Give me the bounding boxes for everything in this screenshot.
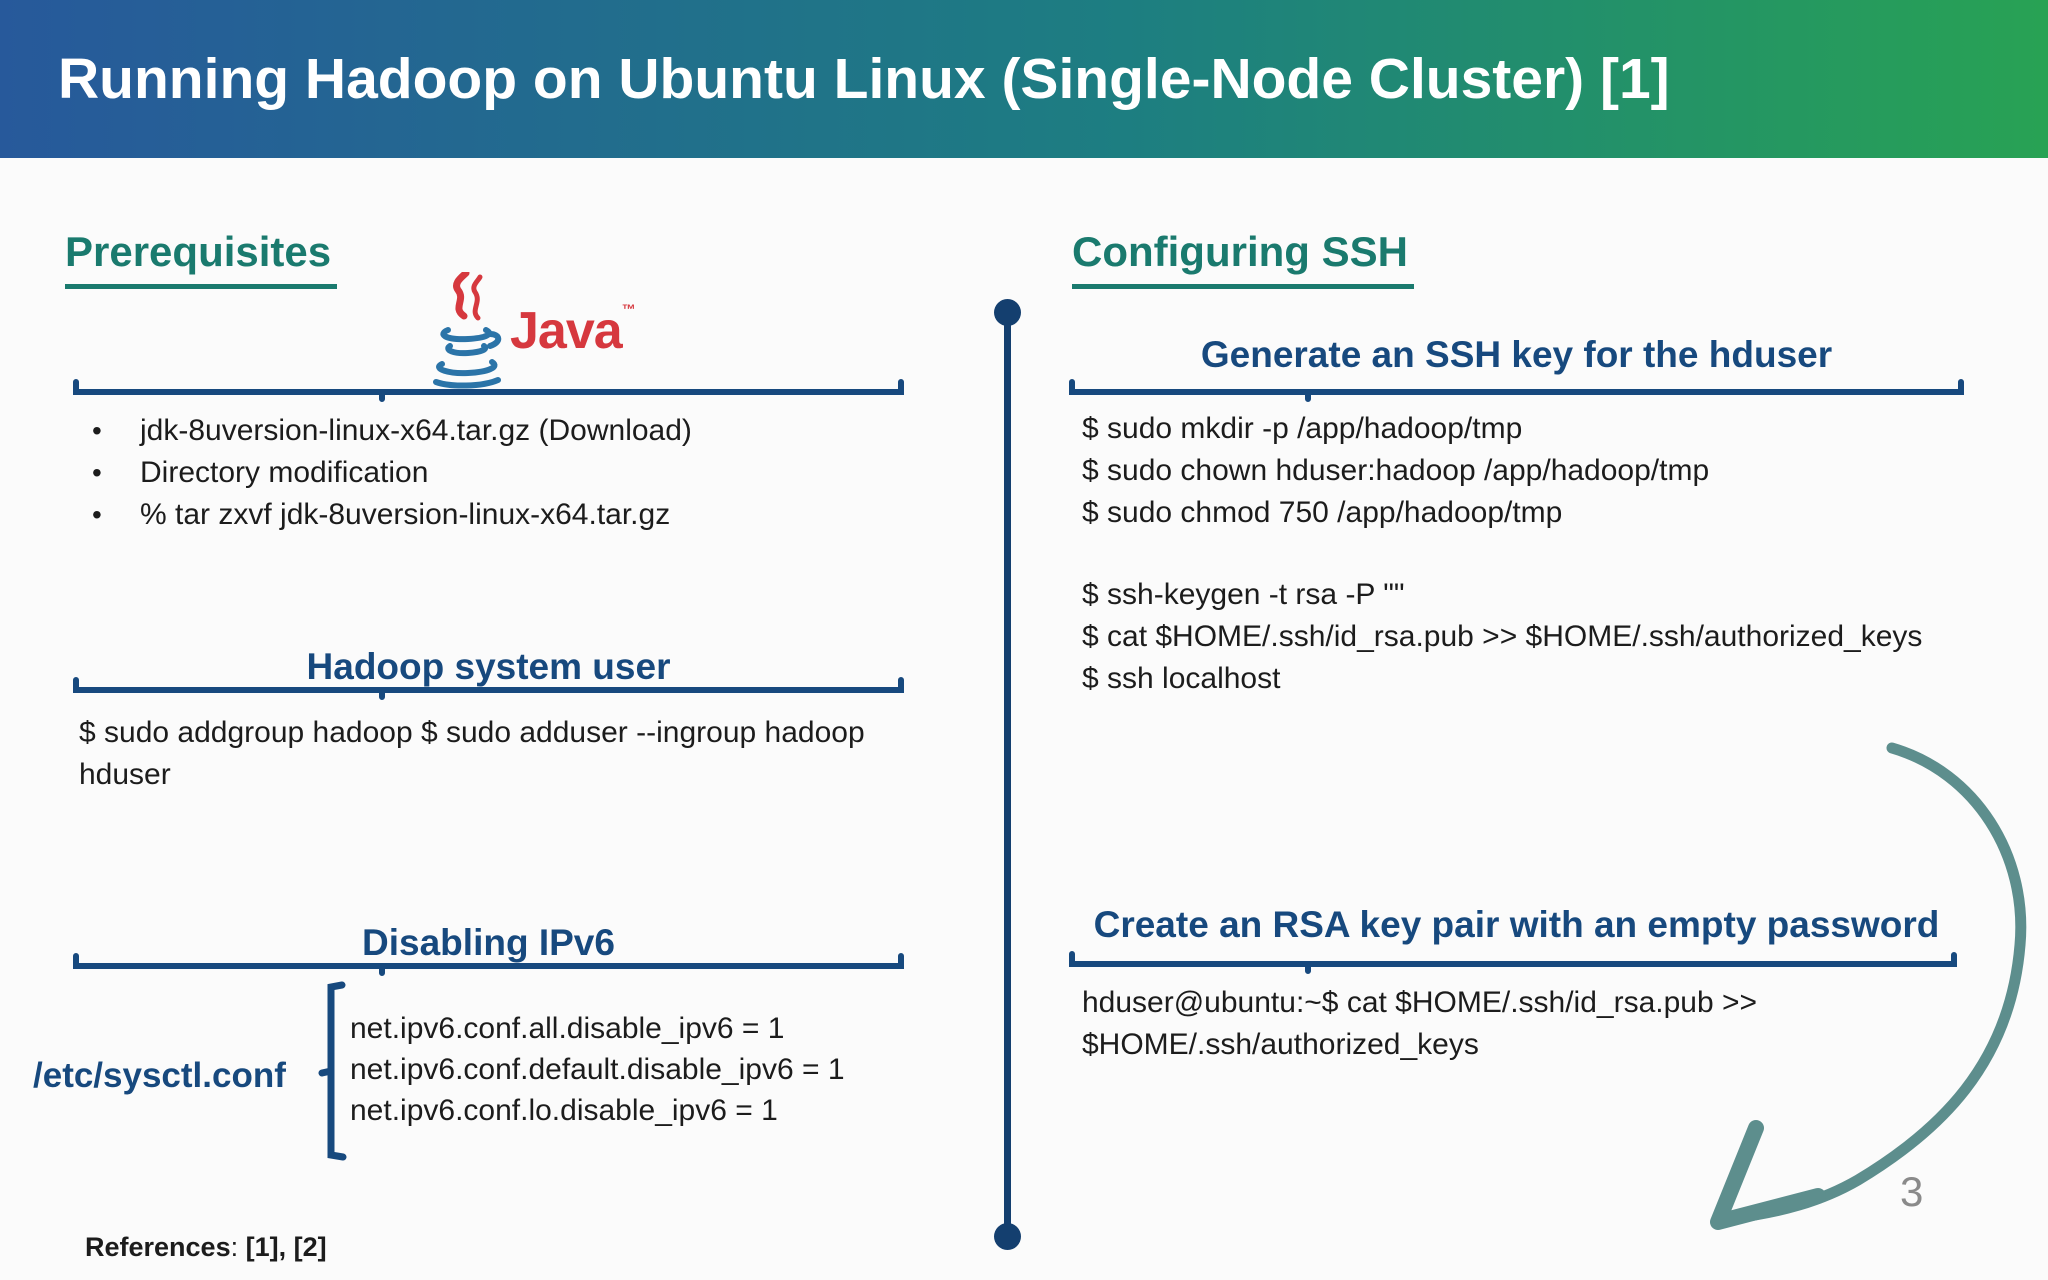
command-line: $ ssh-keygen -t rsa -P "": [1082, 578, 1405, 611]
command-line: hduser@ubuntu:~$ cat $HOME/.ssh/id_rsa.p…: [1082, 986, 1758, 1019]
config-line: net.ipv6.conf.lo.disable_ipv6 = 1: [350, 1094, 778, 1127]
hadoop-user-heading: Hadoop system user: [306, 646, 671, 687]
references: References: [1], [2]: [85, 1232, 327, 1263]
bullet-text: jdk-8uversion-linux-x64.tar.gz (Download…: [140, 414, 692, 447]
java-cup-icon: [433, 272, 502, 389]
command-line: $HOME/.ssh/authorized_keys: [1082, 1028, 1479, 1061]
generate-ssh-heading: Generate an SSH key for the hduser: [1200, 334, 1833, 375]
config-line: net.ipv6.conf.default.disable_ipv6 = 1: [350, 1053, 845, 1086]
ssh-commands-group-2: $ ssh-keygen -t rsa -P "" $ cat $HOME/.ss…: [1082, 574, 1922, 700]
bullet-item: • jdk-8uversion-linux-x64.tar.gz (Downlo…: [78, 410, 918, 452]
bullet-text: Directory modification: [140, 456, 429, 489]
bracket-line-generate-ssh: [1069, 379, 1964, 402]
bullet-item: • % tar zxvf jdk-8uversion-linux-x64.tar…: [78, 494, 918, 536]
divider-line: [1004, 312, 1011, 1237]
bracket-line-hadoop-user: [73, 677, 904, 700]
command-line: $ sudo mkdir -p /app/hadoop/tmp: [1082, 412, 1523, 445]
sysctl-config-lines: net.ipv6.conf.all.disable_ipv6 = 1 net.ip…: [350, 1012, 845, 1135]
config-line: net.ipv6.conf.all.disable_ipv6 = 1: [350, 1012, 785, 1045]
slide-header: Running Hadoop on Ubuntu Linux (Single-N…: [0, 0, 2048, 158]
command-line: $ sudo chmod 750 /app/hadoop/tmp: [1082, 496, 1563, 529]
hand-drawn-arrow-icon: [1710, 742, 2027, 1230]
bullet-text: % tar zxvf jdk-8uversion-linux-x64.tar.g…: [140, 498, 671, 531]
disabling-ipv6-heading: Disabling IPv6: [362, 922, 615, 963]
prerequisites-heading: Prerequisites: [65, 228, 338, 289]
command-line: $ cat $HOME/.ssh/id_rsa.pub >> $HOME/.ss…: [1082, 620, 1923, 653]
bracket-line-create-rsa: [1069, 951, 1957, 974]
references-label: References: [85, 1232, 231, 1262]
bracket-line-prerequisites: [73, 379, 904, 402]
sysctl-file-label: /etc/sysctl.conf: [33, 1056, 286, 1095]
java-trademark: ™: [621, 301, 636, 317]
command-line: $ sudo chown hduser:hadoop /app/hadoop/t…: [1082, 454, 1710, 487]
java-wordmark: Java™: [510, 301, 636, 360]
rsa-command: hduser@ubuntu:~$ cat $HOME/.ssh/id_rsa.p…: [1082, 982, 1757, 1066]
bullet-dot-icon: •: [92, 499, 102, 530]
java-steam-icon: [453, 272, 470, 320]
hadoop-user-command: $ sudo addgroup hadoop $ sudo adduser --…: [79, 716, 865, 791]
bullet-dot-icon: •: [92, 457, 102, 488]
bullet-dot-icon: •: [92, 415, 102, 446]
command-line: $ ssh localhost: [1082, 662, 1281, 695]
references-colon: :: [230, 1232, 246, 1262]
bracket-line-ipv6: [73, 953, 904, 976]
create-rsa-heading: Create an RSA key pair with an empty pas…: [1093, 904, 1940, 945]
page-number: 3: [1900, 1168, 1924, 1215]
bullet-list: • jdk-8uversion-linux-x64.tar.gz (Downlo…: [78, 410, 918, 536]
ssh-commands-group-1: $ sudo mkdir -p /app/hadoop/tmp $ sudo ch…: [1082, 408, 1709, 534]
bullet-item: • Directory modification: [78, 452, 918, 494]
configuring-ssh-heading: Configuring SSH: [1072, 228, 1414, 289]
divider-dot-bottom: [994, 1223, 1021, 1250]
java-logo: Java™: [420, 272, 640, 390]
sysctl-bracket: [318, 981, 347, 1161]
references-items: [1], [2]: [245, 1232, 327, 1262]
slide-title: Running Hadoop on Ubuntu Linux (Single-N…: [58, 47, 1670, 111]
